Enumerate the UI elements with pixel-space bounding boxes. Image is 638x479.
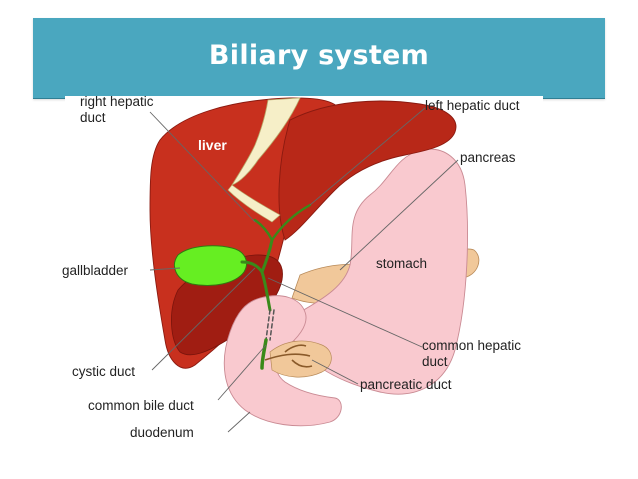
- label-common-hepatic-duct-2: duct: [422, 354, 448, 369]
- label-duodenum: duodenum: [130, 425, 194, 440]
- label-pancreatic-duct: pancreatic duct: [360, 377, 452, 392]
- pancreatic-duct: [264, 344, 313, 368]
- leader-left-hepatic-duct: [309, 107, 426, 206]
- label-common-hepatic-duct-1: common hepatic: [422, 338, 521, 353]
- label-stomach: stomach: [376, 256, 427, 271]
- label-common-bile-duct: common bile duct: [88, 398, 194, 413]
- leader-duodenum: [227, 411, 251, 433]
- bile-ducts: [240, 203, 312, 370]
- liver-left-lobe: [278, 100, 457, 241]
- slide-title: Biliary system: [208, 40, 430, 71]
- pancreas-head: [269, 340, 332, 378]
- label-cystic-duct: cystic duct: [72, 364, 135, 379]
- gallbladder-shape: [174, 245, 247, 286]
- leader-pancreatic-duct: [311, 359, 359, 385]
- leader-cystic-duct: [151, 267, 256, 371]
- leader-common-bile-duct: [217, 344, 267, 401]
- leader-gallbladder: [149, 267, 181, 271]
- label-right-hepatic-duct-2: duct: [80, 110, 106, 125]
- leader-right-hepatic-duct: [149, 111, 256, 223]
- label-pancreas: pancreas: [460, 150, 516, 165]
- ligament-lower: [227, 184, 281, 223]
- label-right-hepatic-duct-1: right hepatic: [80, 94, 154, 109]
- leader-common-hepatic-duct: [267, 277, 423, 348]
- label-gallbladder: gallbladder: [62, 263, 129, 278]
- duodenum-shape: [223, 295, 342, 427]
- leader-pancreas: [339, 159, 459, 271]
- title-banner: Biliary system: [33, 18, 605, 99]
- label-liver: liver: [198, 137, 227, 153]
- label-left-hepatic-duct: left hepatic duct: [425, 98, 520, 113]
